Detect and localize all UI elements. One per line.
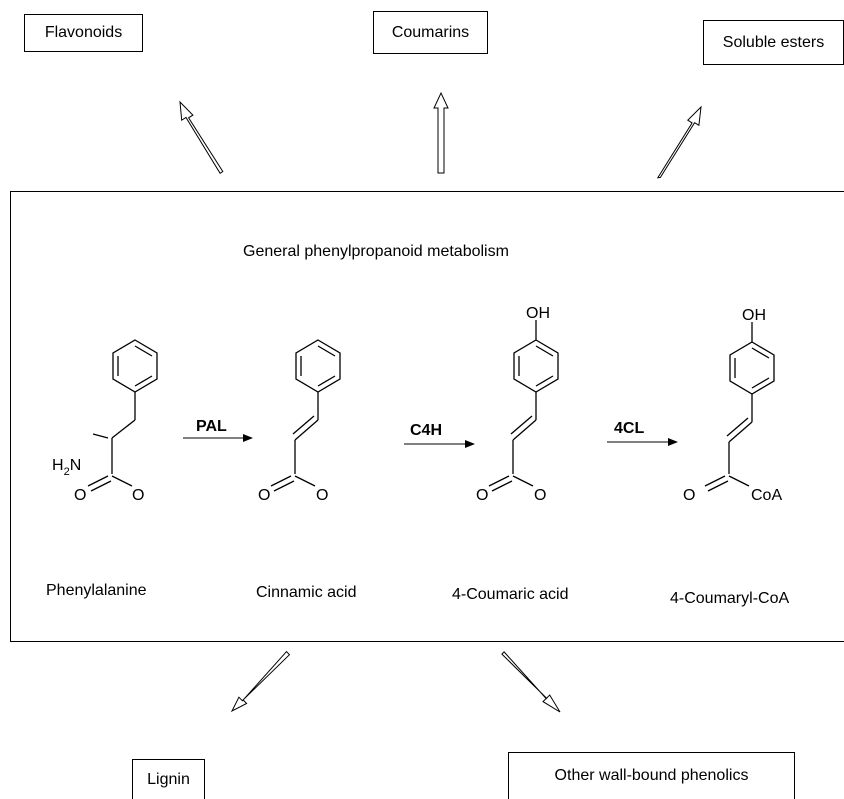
coumaric-acid-structure: [488, 320, 559, 492]
cinnamic-carbonyl-o: O: [258, 487, 270, 504]
phenylalanine-structure: [87, 339, 158, 492]
coumarins-box: Coumarins: [373, 11, 488, 54]
coumaryl-coa-group: CoA: [751, 487, 782, 504]
4cl-enzyme-label: 4CL: [614, 420, 645, 437]
pathway-box: [10, 191, 844, 642]
soluble-esters-box: Soluble esters: [703, 20, 844, 65]
lignin-box: Lignin: [132, 759, 205, 799]
coumaric-hydroxy-o: O: [534, 487, 546, 504]
coumaryl-carbonyl-o: O: [683, 487, 695, 504]
coumaric-hydroxyl: OH: [526, 305, 550, 322]
arrow-to-lignin: [230, 650, 291, 713]
pal-enzyme-label: PAL: [196, 418, 227, 435]
coumaryl-coa-label: 4-Coumaryl-CoA: [670, 590, 790, 607]
pathway-title: General phenylpropanoid metabolism: [243, 243, 509, 260]
arrow-to-coumarins: [433, 91, 449, 174]
phenylalanine-label: Phenylalanine: [46, 582, 147, 599]
flavonoids-box: Flavonoids: [24, 14, 143, 52]
other-phenolics-label: Other wall-bound phenolics: [554, 767, 749, 784]
phenylalanine-carbonyl-o: O: [74, 487, 86, 504]
arrow-to-soluble-esters: [656, 105, 702, 179]
soluble-esters-label: Soluble esters: [722, 33, 825, 51]
cinnamic-acid-structure: [270, 339, 341, 492]
cinnamic-hydroxy-o: O: [316, 487, 328, 504]
c4h-enzyme-label: C4H: [410, 422, 443, 439]
coumaryl-hydroxyl: OH: [742, 307, 766, 324]
coumaric-acid-label: 4-Coumaric acid: [452, 586, 569, 603]
phenylalanine-amine: H2N: [52, 457, 81, 478]
other-phenolics-box: Other wall-bound phenolics: [508, 752, 795, 799]
phenylalanine-hydroxy-o: O: [132, 487, 144, 504]
flavonoids-label: Flavonoids: [44, 24, 123, 41]
lignin-label: Lignin: [147, 770, 190, 788]
coumaryl-coa-structure: [704, 322, 775, 492]
arrow-to-flavonoids: [179, 100, 224, 175]
cinnamic-acid-label: Cinnamic acid: [256, 584, 357, 601]
phenylalanine-atoms: H2N O O: [52, 457, 144, 504]
coumarins-label: Coumarins: [391, 23, 470, 41]
coumaric-carbonyl-o: O: [476, 487, 488, 504]
arrow-to-other-phenolics: [501, 651, 561, 713]
